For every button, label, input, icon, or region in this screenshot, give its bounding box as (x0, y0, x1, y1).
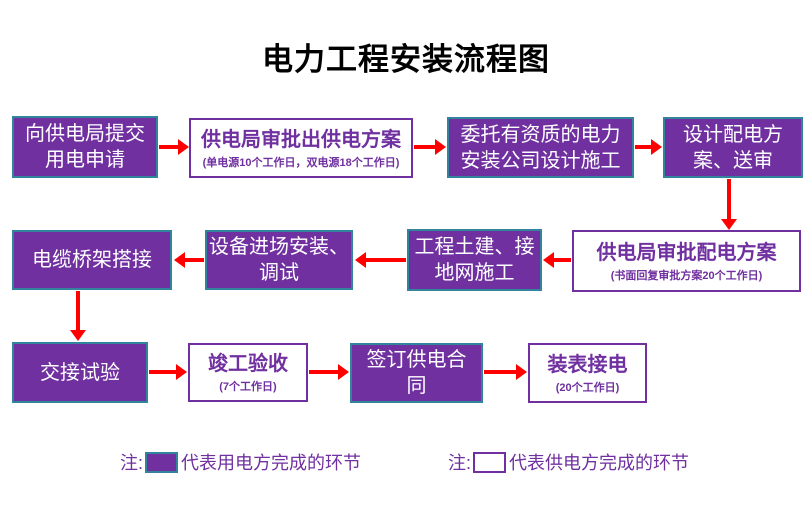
flow-box-title: 工程土建、接 地网施工 (414, 236, 535, 284)
flow-box-subtitle: (书面回复审批方案20个工作日) (610, 269, 763, 282)
arrow-equipment-to-cabletray (174, 252, 204, 268)
arrow-distribution-to-civil (543, 252, 571, 268)
flow-box-subtitle: (20个工作日) (555, 381, 620, 394)
flow-box-title: 向供电局提交 用电申请 (25, 123, 145, 171)
legend-consumer: 注: 代表用电方完成的环节 (120, 449, 361, 475)
flow-box-design-plan: 设计配电方 案、送审 (663, 117, 803, 178)
flow-box-title: 供电局审批出供电方案 (201, 128, 401, 151)
legend-label: 代表用电方完成的环节 (181, 453, 362, 473)
flow-box-sign-contract: 签订供电合 同 (350, 343, 483, 403)
flow-box-title: 交接试验 (40, 361, 120, 384)
page-title: 电力工程安装流程图 (262, 42, 550, 77)
flow-box-handover-test: 交接试验 (12, 342, 148, 403)
flow-box-equipment-install: 设备进场安装、 调试 (205, 230, 353, 290)
flow-box-meter-connection: 装表接电 (20个工作日) (528, 343, 647, 403)
flow-box-title: 竣工验收 (208, 353, 288, 375)
flow-box-title: 委托有资质的电力 安装公司设计施工 (460, 123, 621, 172)
flow-box-distribution-approval: 供电局审批配电方案 (书面回复审批方案20个工作日) (572, 230, 801, 292)
arrow-design-to-distribution (721, 179, 737, 230)
legend-swatch-outline (473, 451, 507, 473)
flow-box-supply-plan-approval: 供电局审批出供电方案 (单电源10个工作日，双电源18个工作日) (189, 118, 413, 178)
arrow-completion-to-contract (309, 364, 349, 380)
flow-box-title: 供电局审批配电方案 (596, 241, 777, 264)
flow-box-subtitle: (单电源10个工作日，双电源18个工作日) (202, 156, 400, 169)
flow-box-subtitle: (7个工作日) (219, 381, 277, 393)
arrow-civil-to-equipment (355, 252, 406, 268)
arrow-supplyplan-to-entrust (414, 139, 446, 155)
legend-label: 代表供电方完成的环节 (509, 453, 690, 473)
arrow-submit-to-supplyplan (159, 139, 189, 155)
flow-box-title: 签订供电合 同 (366, 349, 467, 397)
flow-box-entrust-company: 委托有资质的电力 安装公司设计施工 (447, 117, 634, 178)
flow-box-cable-tray: 电缆桥架搭接 (12, 230, 172, 290)
flow-box-civil-works: 工程土建、接 地网施工 (407, 229, 542, 291)
flow-box-title: 装表接电 (547, 353, 628, 376)
flow-box-submit-application: 向供电局提交 用电申请 (12, 116, 158, 178)
arrow-cabletray-to-handover (70, 291, 86, 341)
flow-box-title: 设备进场安装、 调试 (209, 236, 349, 284)
legend-prefix: 注: (448, 453, 472, 473)
arrow-entrust-to-design (635, 139, 662, 155)
legend-supplier: 注: 代表供电方完成的环节 (448, 449, 689, 475)
flow-box-title: 电缆桥架搭接 (32, 249, 152, 271)
legend-swatch-filled (145, 451, 179, 473)
arrow-contract-to-meter (484, 364, 527, 380)
flow-box-completion-acceptance: 竣工验收 (7个工作日) (188, 343, 308, 402)
arrow-handover-to-completion (149, 364, 187, 380)
legend-prefix: 注: (120, 453, 144, 473)
flow-box-title: 设计配电方 案、送审 (683, 123, 783, 172)
